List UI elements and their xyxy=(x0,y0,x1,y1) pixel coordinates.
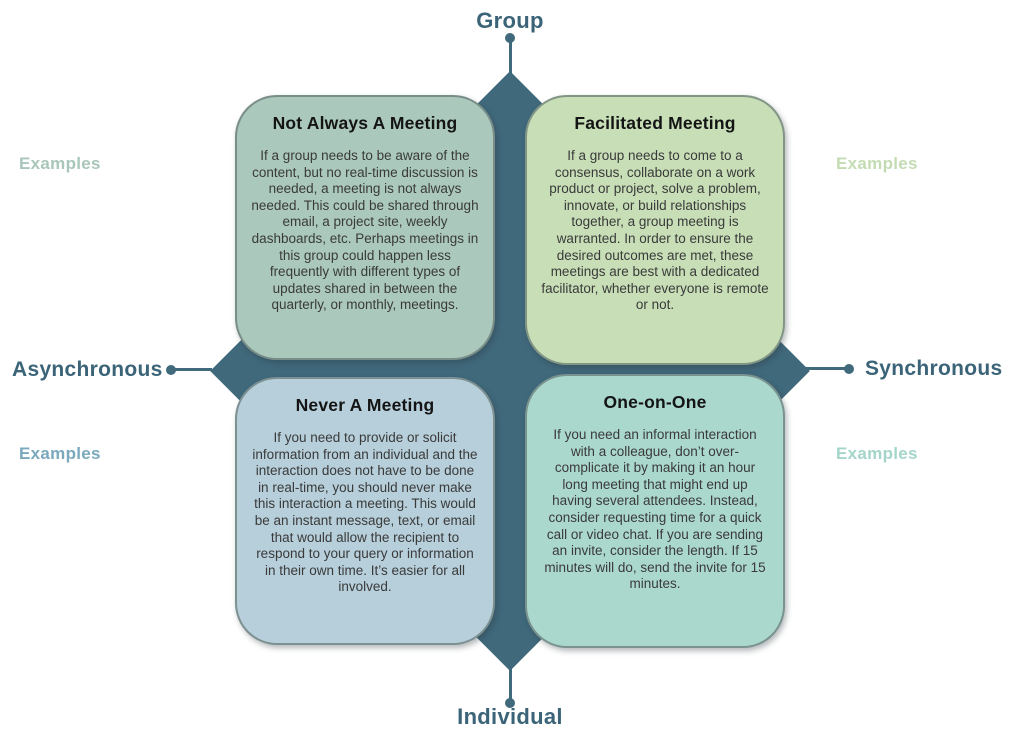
axis-dot-right xyxy=(844,364,854,374)
examples-label-top-left: Examples xyxy=(19,154,101,173)
quadrant-body: If a group needs to be aware of the cont… xyxy=(251,148,479,313)
examples-label-top-right: Examples xyxy=(836,154,918,173)
quadrant-title: Facilitated Meeting xyxy=(574,113,736,133)
quadrant-body: If you need to provide or solicit inform… xyxy=(252,430,478,595)
axis-line-bottom xyxy=(509,668,512,700)
axis-label-synchronous: Synchronous xyxy=(865,357,1003,380)
axis-dot-bottom xyxy=(505,698,515,708)
axis-line-top xyxy=(509,42,512,74)
axis-label-individual: Individual xyxy=(457,704,563,729)
quadrant-card-never-a-meeting: Never A Meeting If you need to provide o… xyxy=(235,377,495,645)
quadrant-title: Never A Meeting xyxy=(295,395,435,415)
quadrant-body: If a group needs to come to a consensus,… xyxy=(541,148,769,313)
axis-label-group: Group xyxy=(476,8,544,33)
quadrant-title: Not Always A Meeting xyxy=(272,113,458,133)
examples-label-bottom-right: Examples xyxy=(836,444,918,463)
axis-dot-top xyxy=(505,33,515,43)
axis-dot-left xyxy=(166,365,176,375)
quadrant-card-facilitated-meeting: Facilitated Meeting If a group needs to … xyxy=(525,95,785,365)
quadrant-card-not-always-a-meeting: Not Always A Meeting If a group needs to… xyxy=(235,95,495,360)
examples-label-bottom-left: Examples xyxy=(19,444,101,463)
quadrant-body: If you need an informal interaction with… xyxy=(544,427,766,592)
axis-line-left xyxy=(174,368,212,371)
quadrant-title: One-on-One xyxy=(603,392,707,412)
quadrant-card-one-on-one: One-on-One If you need an informal inter… xyxy=(525,374,785,648)
axis-line-right xyxy=(804,367,846,370)
axis-label-asynchronous: Asynchronous xyxy=(12,358,163,381)
